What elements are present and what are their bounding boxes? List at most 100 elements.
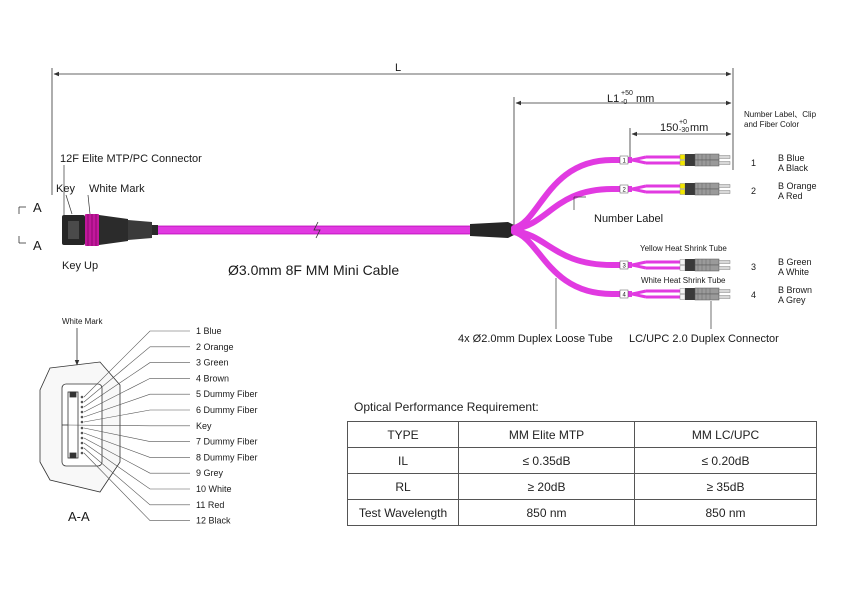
svg-text:+50: +50 — [621, 90, 633, 97]
table-cell: ≥ 20dB — [458, 473, 635, 500]
dimension-l — [51, 68, 734, 195]
leg-callouts: 1 B Blue A Black 2 B Orange A Red 3 B Gr… — [751, 153, 817, 305]
fiber-label: 7 Dummy Fiber — [196, 437, 258, 447]
mtp-leader-lines — [63, 165, 91, 216]
section-marks — [18, 206, 26, 244]
svg-text:3: 3 — [751, 262, 756, 272]
number-label-header-line2: and Fiber Color — [744, 120, 799, 129]
svg-text:mm: mm — [690, 122, 708, 134]
svg-text:A White: A White — [778, 267, 809, 277]
dimension-leg-length — [629, 128, 732, 160]
duplex-leg-1 — [631, 153, 731, 167]
fiber-label: 8 Dummy Fiber — [196, 452, 258, 462]
fiber-leader-line — [83, 452, 190, 521]
svg-text:+0: +0 — [679, 119, 687, 126]
table-cell: Test Wavelength — [347, 499, 459, 526]
key-label: Key — [56, 183, 75, 195]
svg-text:1: 1 — [623, 159, 627, 165]
table-cell: 850 nm — [634, 499, 817, 526]
fiber-label: 5 Dummy Fiber — [196, 389, 258, 399]
fiber-label: 11 Red — [196, 500, 224, 510]
table-cell: IL — [347, 447, 459, 474]
table-row: Test Wavelength 850 nm 850 nm — [347, 499, 817, 526]
fiber-label: 10 White — [196, 484, 232, 494]
dimension-l-label: L — [395, 62, 401, 74]
fiber-label: 6 Dummy Fiber — [196, 405, 258, 415]
dimension-l1 — [513, 97, 732, 228]
fiber-label: 9 Grey — [196, 468, 224, 478]
table-row: IL ≤ 0.35dB ≤ 0.20dB — [347, 447, 817, 474]
fiber-leader-lines — [65, 330, 190, 521]
svg-text:B Orange: B Orange — [778, 181, 817, 191]
duplex-tubes-and-connectors — [631, 153, 731, 301]
svg-text:3: 3 — [623, 264, 627, 270]
table-row: RL ≥ 20dB ≥ 35dB — [347, 473, 817, 500]
fiber-leader-line — [83, 362, 190, 408]
table-cell: 850 nm — [458, 499, 635, 526]
endface-fiber-holes — [80, 395, 84, 455]
duplex-leg-4 — [631, 287, 731, 301]
fiber-label: 2 Orange — [196, 342, 234, 352]
white-mark-label: White Mark — [89, 183, 145, 195]
svg-text:1: 1 — [751, 158, 756, 168]
svg-text:150: 150 — [660, 122, 678, 134]
leg-number-tags: 1 2 3 4 — [619, 155, 629, 299]
section-mark-top: A — [33, 200, 42, 215]
yellow-heat-shrink-label: Yellow Heat Shrink Tube — [640, 244, 727, 253]
svg-text:A Red: A Red — [778, 191, 803, 201]
svg-text:4: 4 — [623, 293, 627, 299]
svg-text:4: 4 — [751, 290, 756, 300]
performance-title: Optical Performance Requirement: — [354, 400, 539, 414]
dimension-l1-label: L1 +50 -0 mm — [607, 90, 654, 106]
white-heat-shrink-label: White Heat Shrink Tube — [641, 276, 726, 285]
svg-text:mm: mm — [636, 93, 654, 105]
table-header-row: TYPE MM Elite MTP MM LC/UPC — [347, 421, 817, 448]
fiber-leader-line — [83, 447, 190, 506]
svg-text:-0: -0 — [621, 99, 627, 106]
fiber-leader-line — [83, 393, 190, 418]
fiber-leader-line — [83, 432, 190, 458]
number-label-text: Number Label — [594, 213, 663, 225]
table-header-cell: MM LC/UPC — [634, 421, 817, 448]
duplex-leg-2 — [631, 182, 731, 196]
svg-text:A Grey: A Grey — [778, 295, 806, 305]
dimension-leg-length-label: 150 +0 -30 mm — [660, 119, 708, 134]
svg-text:-30: -30 — [679, 127, 689, 134]
svg-text:2: 2 — [623, 188, 627, 194]
number-label-header-line1: Number Label、Clip — [744, 110, 817, 119]
fiber-leader-line — [83, 346, 190, 403]
main-cable — [158, 221, 470, 239]
fiber-label: 4 Brown — [196, 373, 229, 383]
fiber-label: Key — [196, 421, 212, 431]
breakout-legs — [511, 157, 615, 297]
section-view-label: A-A — [68, 509, 90, 524]
svg-text:B Blue: B Blue — [778, 153, 805, 163]
fiber-leader-line — [83, 378, 190, 413]
fiber-label: 3 Green — [196, 358, 229, 368]
section-mark-bottom: A — [33, 238, 42, 253]
breakout-legs-straight — [612, 157, 632, 297]
svg-text:B Green: B Green — [778, 257, 812, 267]
svg-text:2: 2 — [751, 186, 756, 196]
table-cell: RL — [347, 473, 459, 500]
fiber-label: 12 Black — [196, 516, 231, 526]
breakout-boot — [470, 222, 516, 238]
fiber-leader-line — [83, 437, 190, 474]
table-header-cell: MM Elite MTP — [458, 421, 635, 448]
number-label-leader — [573, 196, 586, 210]
svg-text:B Brown: B Brown — [778, 285, 812, 295]
fiber-leader-line — [83, 330, 190, 398]
main-cable-label: Ø3.0mm 8F MM Mini Cable — [228, 262, 399, 278]
duplex-leg-3 — [631, 258, 731, 272]
lc-connector-label: LC/UPC 2.0 Duplex Connector — [629, 333, 779, 345]
loose-tube-label: 4x Ø2.0mm Duplex Loose Tube — [458, 333, 613, 345]
fiber-leader-line — [83, 442, 190, 490]
mtp-connector — [62, 214, 158, 246]
endface-view — [39, 361, 121, 493]
svg-text:L1: L1 — [607, 93, 619, 105]
table-header-cell: TYPE — [347, 421, 459, 448]
fiber-leader-line — [65, 424, 190, 427]
fiber-leader-line — [83, 427, 190, 442]
